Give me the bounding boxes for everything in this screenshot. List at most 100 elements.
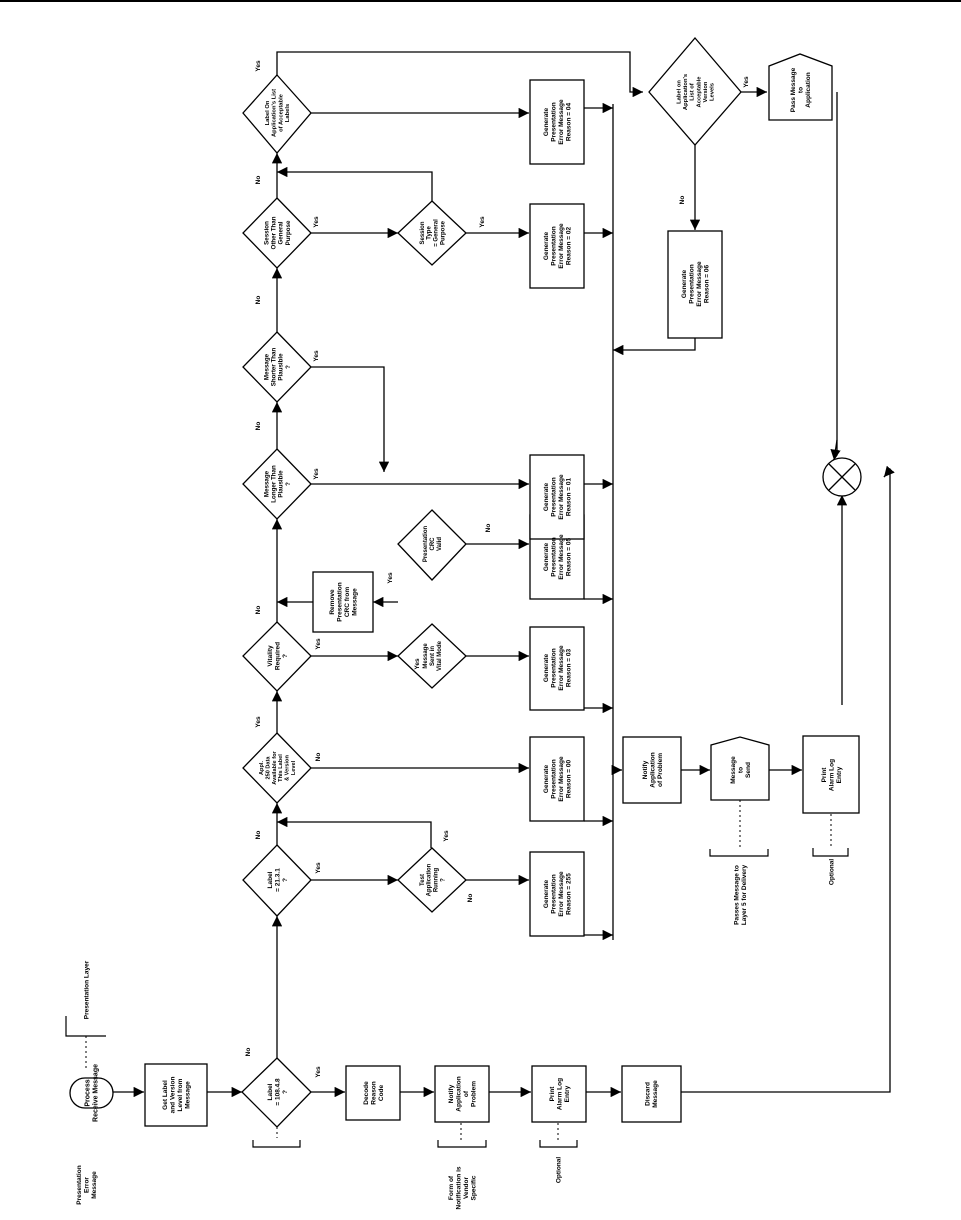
edge-label-no: No — [255, 296, 262, 305]
print-log-2-line: Print — [821, 767, 828, 783]
get-label-line: Message — [184, 1081, 191, 1109]
edge-label-yes: Yes — [313, 350, 320, 362]
edge-testapp-yes — [277, 816, 432, 848]
err-03-node — [529, 626, 585, 711]
remove-crc-line: Remove — [329, 589, 336, 615]
presentation-error-text: PresentationErrorMessage — [76, 1165, 98, 1204]
crc-valid-text: PresentationCRCValid — [423, 525, 443, 562]
err-05-text: GeneratePresentationError MessageReason … — [543, 534, 572, 580]
print-log-1-line: Print — [549, 1086, 556, 1102]
label-check-2-node — [242, 844, 312, 917]
err-03-line: Generate — [543, 654, 550, 683]
notify-2-line: Application — [649, 752, 656, 787]
edge-pass-merge — [831, 92, 838, 463]
vitality-line: Required — [274, 642, 281, 670]
connectors — [113, 51, 895, 1098]
err-06-text: GeneratePresentationError MessageReason … — [681, 261, 710, 307]
process-start-node — [69, 1077, 114, 1109]
err-04-line: Error Message — [558, 99, 565, 145]
optional-1-text: Optional — [555, 1157, 562, 1184]
label-check-1-line: Label — [267, 1083, 274, 1100]
form-notification-line: Notification is — [456, 1166, 463, 1209]
err-05-line: Reason = 05 — [565, 538, 572, 577]
print-log-2-node — [802, 735, 860, 814]
edge-labels: NoYesNoYesYesNoYesNoNoYesYesNoYesYesNoYe… — [245, 60, 750, 1078]
label-check-1-line: = 108.4.8 — [274, 1078, 281, 1106]
message-send-line: Send — [745, 762, 752, 778]
label-check-2-line: Label — [267, 871, 274, 888]
form-notification-line: Specific — [470, 1175, 477, 1200]
presentation-layer-line: Presentation Layer — [83, 960, 90, 1019]
edge-label-yes: Yes — [255, 60, 262, 72]
notify-1-line: Problem — [470, 1081, 477, 1107]
longer-text: MessageLonger ThanPlausible? — [263, 465, 291, 503]
vital-mode-node — [397, 623, 467, 689]
label-list-text: Label OnApplication's Listof AcceptableL… — [265, 89, 291, 137]
edge-label-yes: Yes — [387, 572, 394, 584]
passes-message-line: Passes Message to — [734, 865, 741, 925]
notify-1-node — [434, 1065, 490, 1123]
passes-message-text: Passes Message toLayer 5 for Delivery — [734, 864, 748, 925]
label-check-2-line: ? — [282, 878, 289, 882]
page-top-rule — [0, 0, 961, 2]
session-other-line: Purpose — [285, 220, 292, 245]
edge-label-yes: Yes — [313, 468, 320, 480]
annotation-brackets — [65, 848, 849, 1148]
decode-line: Code — [378, 1084, 385, 1101]
presentation-layer-text: Presentation Layer — [83, 960, 90, 1019]
vitality-line: Vitality — [267, 645, 274, 667]
session-type-node — [397, 200, 467, 266]
version-list-text: Label onApplication'sList ofAcceptableVe… — [676, 74, 715, 110]
get-label-node — [144, 1063, 208, 1127]
err-03-line: Reason = 03 — [565, 649, 572, 688]
edge-label-yes: Yes — [255, 716, 262, 728]
edge-label-yes: Yes — [315, 862, 322, 874]
err-03-line: Error Message — [558, 645, 565, 691]
edge-label-yes: Yes — [443, 830, 450, 842]
print-log-1-line: Entry — [564, 1085, 571, 1102]
message-send-line: Message — [730, 756, 737, 784]
vitality-node — [242, 621, 312, 692]
err-255-line: Error Message — [558, 871, 565, 917]
session-type-line: = General — [434, 219, 440, 247]
err-255-line: Generate — [543, 880, 550, 909]
test-app-line: Application — [427, 863, 433, 896]
err-00-line: Presentation — [551, 759, 558, 798]
err-06-line: Reason = 06 — [703, 265, 710, 304]
session-other-text: SessionOther ThanGeneralPurpose — [263, 216, 291, 249]
label-list-line: Label On — [265, 100, 271, 125]
edge-label-no: No — [245, 1048, 252, 1057]
pass-message-text: Pass MessagetoApplication — [790, 67, 812, 112]
remove-crc-line: Message — [351, 588, 358, 616]
err-02-line: Reason = 02 — [565, 227, 572, 266]
version-list-line: Label on — [676, 80, 682, 104]
presentation-error-line: Error — [83, 1177, 90, 1193]
edge-label-no: No — [315, 753, 322, 762]
get-label-line: Get Label — [162, 1080, 169, 1110]
label-list-line: of Acceptable — [278, 93, 284, 132]
crc-valid-line: CRC — [430, 537, 436, 551]
vital-mode-line: Sent in — [430, 646, 436, 666]
label-check-1-line: ? — [282, 1090, 289, 1094]
err-04-node — [529, 79, 585, 165]
err-06-node — [667, 230, 723, 339]
err-255-node — [529, 851, 585, 937]
shorter-text: MessageShorter ThanPlausible? — [263, 348, 291, 387]
notify-2-text: NotifyApplicationof Problem — [642, 752, 664, 787]
session-other-line: Other Than — [271, 216, 278, 249]
err-03-text: GeneratePresentationError MessageReason … — [543, 645, 572, 691]
print-log-1-node — [531, 1065, 587, 1123]
err-00-line: Error Message — [558, 756, 565, 802]
decode-line: Decode — [363, 1081, 370, 1105]
session-other-line: Session — [263, 221, 270, 245]
annotation-leaders — [85, 800, 832, 1140]
crc-valid-line: Presentation — [423, 525, 429, 562]
pass-message-node — [768, 53, 833, 121]
appl-data-line: Available for — [272, 750, 278, 784]
label-check-1-text: Label= 108.4.8? — [267, 1078, 289, 1106]
edge-label-yes: Yes — [414, 658, 421, 670]
edge-label-yes: Yes — [315, 638, 322, 650]
appl-data-text: Appl.250 DataAvailable forThis Label& Ve… — [259, 750, 297, 784]
err-05-line: Error Message — [558, 534, 565, 580]
